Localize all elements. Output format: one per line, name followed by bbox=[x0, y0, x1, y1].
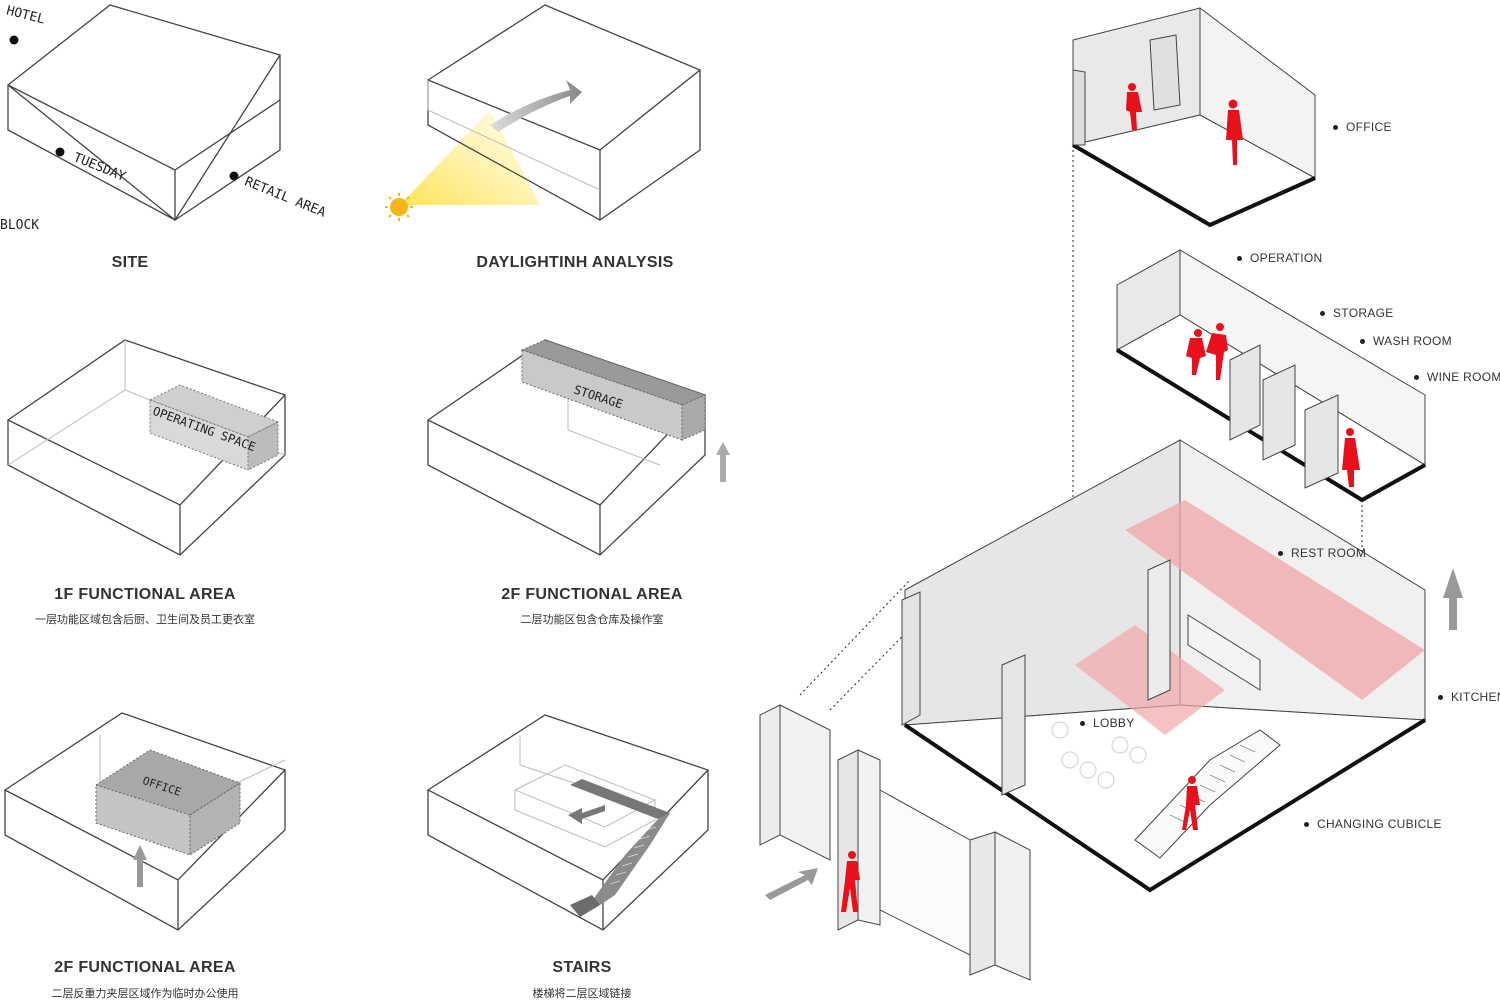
callout-office: OFFICE bbox=[1333, 120, 1392, 134]
up-arrow-icon bbox=[133, 845, 147, 887]
f2b-diagram bbox=[3, 712, 287, 931]
entrance bbox=[759, 704, 1031, 981]
office-level bbox=[1071, 6, 1317, 228]
up-arrow-icon bbox=[716, 442, 730, 482]
site-dot-hotel bbox=[9, 35, 19, 45]
person-icon bbox=[1126, 83, 1142, 130]
up-arrow-icon bbox=[1443, 568, 1463, 630]
site-dot-retail bbox=[229, 171, 239, 181]
person-icon bbox=[841, 851, 860, 912]
callout-storage: STORAGE bbox=[1320, 306, 1394, 320]
f2b-subtitle: 二层反重力夹层区域作为临时办公使用 bbox=[51, 987, 239, 1000]
f1-subtitle: 一层功能区域包含后厨、卫生间及员工更衣室 bbox=[35, 613, 255, 626]
site-dot-tuesday bbox=[55, 147, 65, 157]
f2b-panel: OFFICE 2F FUNCTIONAL AREA 二层反重力夹层区域作为临时办… bbox=[0, 705, 360, 1000]
site-panel: HOTEL TUESDAY RETAIL AREA BLOCK SITE bbox=[0, 0, 360, 290]
daylight-panel: DAYLIGHTINH ANALYSIS bbox=[370, 0, 730, 290]
axonometric-diagram bbox=[759, 6, 1463, 981]
entry-arrow-icon bbox=[765, 868, 818, 900]
f2-title: 2F FUNCTIONAL AREA bbox=[501, 586, 683, 603]
person-icon bbox=[1182, 776, 1200, 830]
daylight-diagram bbox=[385, 4, 702, 221]
operation-level bbox=[1115, 249, 1426, 503]
callout-operation: OPERATION bbox=[1237, 251, 1323, 265]
callout-changing: CHANGING CUBICLE bbox=[1304, 817, 1442, 831]
site-box bbox=[6, 4, 282, 221]
callout-lobby: LOBBY bbox=[1080, 716, 1135, 730]
sun-icon bbox=[390, 198, 408, 216]
callout-washroom: WASH ROOM bbox=[1360, 334, 1452, 348]
callout-restroom: REST ROOM bbox=[1278, 546, 1366, 560]
person-icon bbox=[1226, 99, 1243, 165]
stairs-diagram bbox=[426, 714, 710, 931]
ground-floor bbox=[901, 439, 1427, 893]
f2b-title: 2F FUNCTIONAL AREA bbox=[54, 959, 236, 976]
site-title: SITE bbox=[111, 254, 149, 271]
f2-subtitle: 二层功能区包含仓库及操作室 bbox=[520, 613, 664, 626]
person-icon bbox=[1186, 323, 1228, 380]
person-icon bbox=[1342, 428, 1360, 487]
daylight-title: DAYLIGHTINH ANALYSIS bbox=[476, 254, 674, 271]
callout-wineroom: WINE ROOM bbox=[1414, 370, 1500, 384]
stairs-subtitle: 楼梯将二层区域链接 bbox=[532, 987, 632, 1000]
f1-diagram bbox=[6, 339, 287, 556]
f2-diagram bbox=[426, 339, 730, 556]
stairs-title: STAIRS bbox=[552, 959, 612, 976]
f1-title: 1F FUNCTIONAL AREA bbox=[54, 586, 236, 603]
f2-panel: STORAGE 2F FUNCTIONAL AREA 二层功能区包含仓库及操作室 bbox=[420, 330, 750, 630]
site-label-block: BLOCK bbox=[0, 218, 40, 233]
stairs-panel: STAIRS 楼梯将二层区域链接 bbox=[420, 705, 750, 1000]
f1-panel: OPERATING SPACE 1F FUNCTIONAL AREA 一层功能区… bbox=[0, 330, 360, 630]
callout-kitchen: KITCHEN bbox=[1438, 690, 1500, 704]
